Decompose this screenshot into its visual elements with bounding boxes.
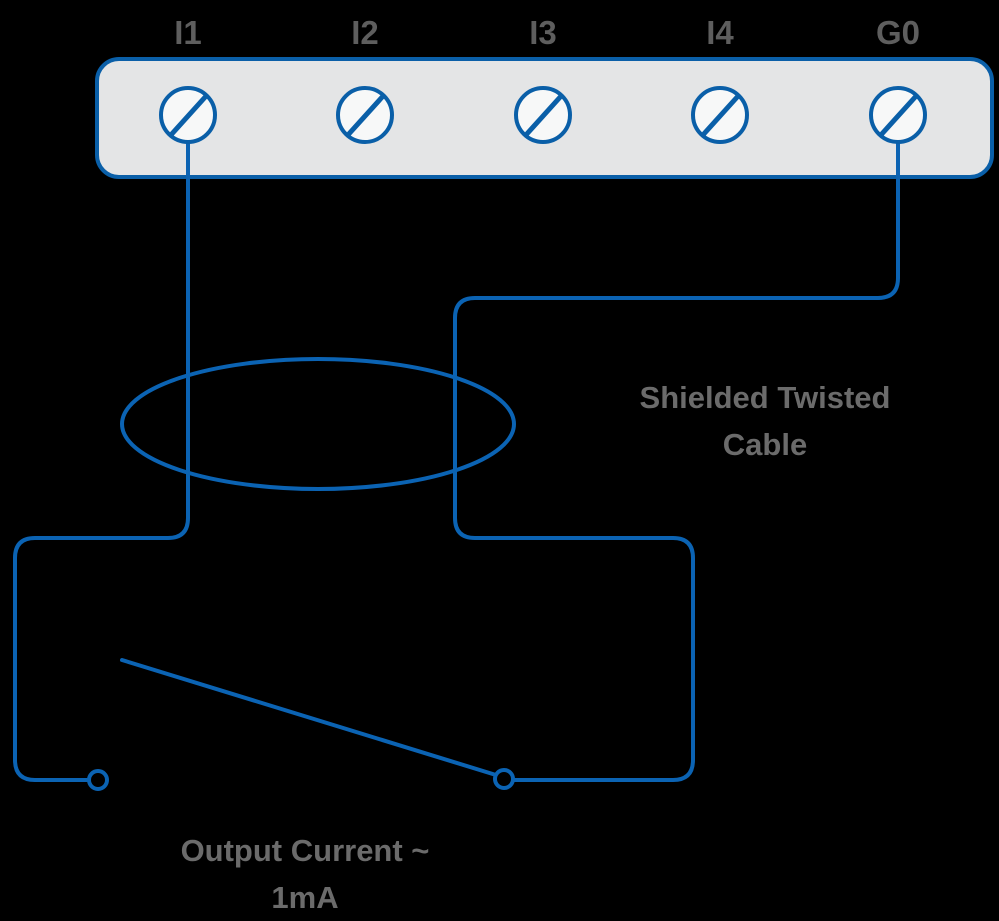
switch-lever[interactable]	[120, 658, 498, 777]
terminal-label-i2: I2	[351, 14, 379, 51]
terminal-label-g0: G0	[876, 14, 920, 51]
terminal-screw-g0[interactable]	[869, 86, 927, 144]
terminal-screw-i4[interactable]	[691, 86, 749, 144]
switch-terminal-left[interactable]	[87, 769, 109, 791]
switch-terminal-right[interactable]	[493, 768, 515, 790]
terminal-label-i1: I1	[174, 14, 202, 51]
terminal-screw-i1[interactable]	[159, 86, 217, 144]
wire-g0-to-switch-right	[453, 116, 900, 782]
wire-i1-to-switch-left	[13, 116, 190, 782]
shielded-cable-label-line1: Shielded Twisted	[640, 380, 891, 415]
output-current-label-line2: 1mA	[271, 880, 338, 915]
terminal-label-i3: I3	[529, 14, 557, 51]
terminal-label-i4: I4	[706, 14, 734, 51]
terminal-screw-i3[interactable]	[514, 86, 572, 144]
shielded-cable-label-line2: Cable	[723, 427, 807, 462]
output-current-label-line1: Output Current ~	[181, 833, 430, 868]
terminal-screw-i2[interactable]	[336, 86, 394, 144]
twisted-pair-loop-icon	[120, 357, 516, 491]
